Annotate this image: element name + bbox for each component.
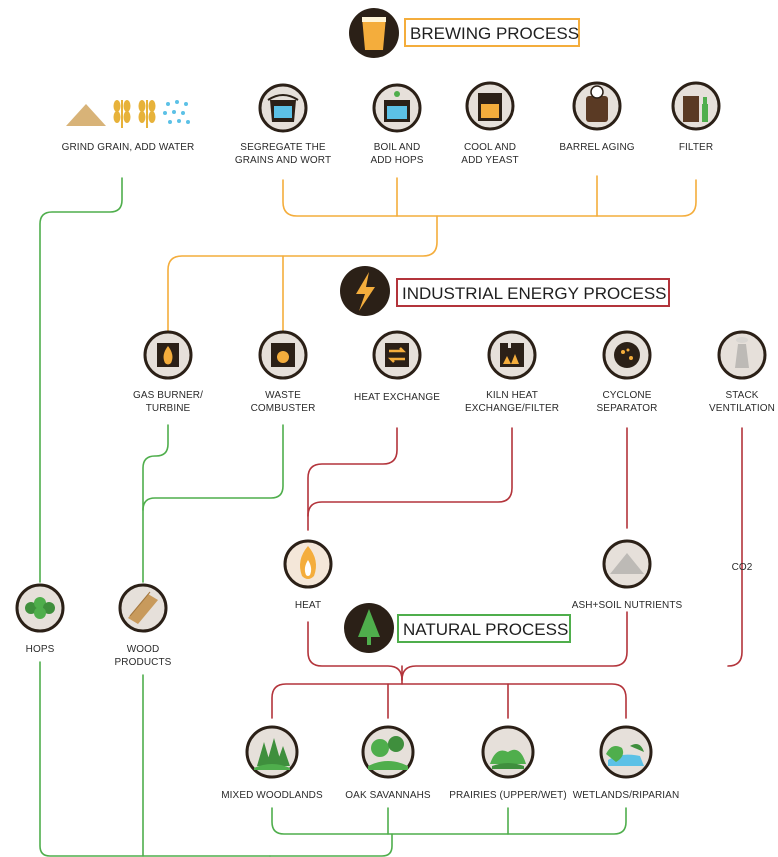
co2-output: CO2 [732, 562, 753, 573]
heat-label: HEAT [295, 600, 321, 611]
wetlands-label: WETLANDS/RIPARIAN [573, 790, 680, 801]
grind-step: GRIND GRAIN, ADD WATER [62, 100, 195, 153]
heat-exchange-to-heat-line [307, 427, 398, 531]
filter-step: FILTER [671, 81, 721, 153]
filter-label: FILTER [679, 142, 713, 153]
grain-wheat-water-icon [66, 100, 190, 128]
natural-connectors [39, 177, 627, 857]
mixed-woodlands-step: MIXED WOODLANDS [221, 725, 323, 801]
natural-header: NATURAL PROCESS [344, 603, 571, 653]
waste-to-wood-line [142, 424, 284, 511]
kiln-to-heat-line [307, 427, 513, 517]
stack-label-line2: VENTILATION [709, 403, 775, 414]
natural-distribution-line [271, 683, 627, 719]
brewing-header-title: BREWING PROCESS [410, 24, 579, 43]
hops-icon [15, 583, 65, 633]
heat-to-natural-line [307, 621, 403, 681]
cool-label-line2: ADD YEAST [461, 155, 518, 166]
gas-label-line1: GAS BURNER/ [133, 390, 203, 401]
barrel-label: BARREL AGING [559, 142, 634, 153]
waste-label-line1: WASTE [265, 390, 301, 401]
stack-label-line1: STACK [725, 390, 758, 401]
mash-tun-icon [258, 83, 308, 133]
barrel-gauge-icon [572, 81, 622, 131]
brewing-to-industrial-line [167, 215, 438, 336]
exchange-arrows-icon [372, 330, 422, 380]
kiln-step: KILN HEAT EXCHANGE/FILTER [465, 330, 559, 414]
industrial-connectors [271, 427, 743, 719]
gas-to-wood-line [142, 424, 169, 583]
brewing-header: BREWING PROCESS [349, 8, 580, 58]
cyclone-step: CYCLONE SEPARATOR [597, 330, 658, 414]
wood-label-line1: WOOD [127, 644, 160, 655]
boil-kettle-icon [372, 83, 422, 133]
gas-label-line2: TURBINE [146, 403, 191, 414]
heat-output: HEAT [283, 539, 333, 611]
waste-label-line2: COMBUSTER [251, 403, 316, 414]
hops-return-line [39, 661, 144, 857]
ash-label: ASH+SOIL NUTRIENTS [572, 600, 683, 611]
segregate-step: SEGREGATE THE GRAINS AND WORT [235, 83, 331, 166]
waste-step: WASTE COMBUSTER [251, 330, 316, 414]
co2-label: CO2 [732, 562, 753, 573]
tree-icon [344, 603, 394, 653]
wood-return-line [142, 674, 271, 857]
boil-label-line1: BOIL AND [374, 142, 421, 153]
boil-label-line2: ADD HOPS [370, 155, 423, 166]
heat-exchange-label: HEAT EXCHANGE [354, 392, 440, 403]
segregate-label-line1: SEGREGATE THE [240, 142, 326, 153]
cool-step: COOL AND ADD YEAST [461, 81, 519, 166]
natural-header-title: NATURAL PROCESS [403, 620, 568, 639]
flame-burner-icon [143, 330, 193, 380]
smokestack-icon [717, 330, 767, 380]
fermenter-icon [465, 81, 515, 131]
ash-pile-icon [602, 539, 652, 589]
segregate-label-line2: GRAINS AND WORT [235, 155, 331, 166]
kiln-label-line1: KILN HEAT [486, 390, 538, 401]
brewing-connectors [167, 175, 697, 336]
cyclone-icon [602, 330, 652, 380]
lightning-bolt-icon [340, 266, 390, 316]
heat-exchange-step: HEAT EXCHANGE [354, 330, 440, 403]
wood-label-line2: PRODUCTS [115, 657, 172, 668]
hops-output: HOPS [15, 583, 65, 655]
ash-output: ASH+SOIL NUTRIENTS [572, 539, 683, 611]
barrel-step: BARREL AGING [559, 81, 635, 153]
grind-to-hops-line [39, 177, 123, 583]
oak-trees-icon [361, 725, 415, 779]
oak-savannahs-step: OAK SAVANNAHS [345, 725, 431, 801]
oak-savannahs-label: OAK SAVANNAHS [345, 790, 431, 801]
prairies-label: PRAIRIES (UPPER/WET) [449, 790, 567, 801]
prairies-step: PRAIRIES (UPPER/WET) [449, 725, 567, 801]
wood-plank-icon [118, 583, 168, 633]
natural-return-stem [269, 833, 393, 857]
mixed-woodlands-label: MIXED WOODLANDS [221, 790, 323, 801]
combuster-icon [258, 330, 308, 380]
kiln-label-line2: EXCHANGE/FILTER [465, 403, 559, 414]
flame-icon [283, 539, 333, 589]
grind-label: GRIND GRAIN, ADD WATER [62, 142, 195, 153]
beer-glass-icon [349, 8, 399, 58]
forest-icon [245, 725, 299, 779]
stack-step: STACK VENTILATION [709, 330, 775, 414]
brewing-collector-line [282, 179, 697, 217]
natural-return-collector [271, 807, 627, 835]
wetlands-step: WETLANDS/RIPARIAN [573, 725, 680, 801]
ash-to-natural-line [401, 611, 628, 681]
cyclone-label-line2: SEPARATOR [597, 403, 658, 414]
cool-label-line1: COOL AND [464, 142, 516, 153]
hops-label: HOPS [26, 644, 55, 655]
gas-step: GAS BURNER/ TURBINE [133, 330, 203, 414]
prairie-icon [481, 725, 535, 779]
industrial-header: INDUSTRIAL ENERGY PROCESS [340, 266, 670, 316]
industrial-header-title: INDUSTRIAL ENERGY PROCESS [402, 284, 667, 303]
cyclone-label-line1: CYCLONE [602, 390, 651, 401]
wood-output: WOOD PRODUCTS [115, 583, 172, 668]
boil-step: BOIL AND ADD HOPS [370, 83, 424, 166]
filter-bottle-icon [671, 81, 721, 131]
co2-to-natural-line [727, 427, 743, 667]
wetland-icon [599, 725, 653, 779]
kiln-icon [487, 330, 537, 380]
